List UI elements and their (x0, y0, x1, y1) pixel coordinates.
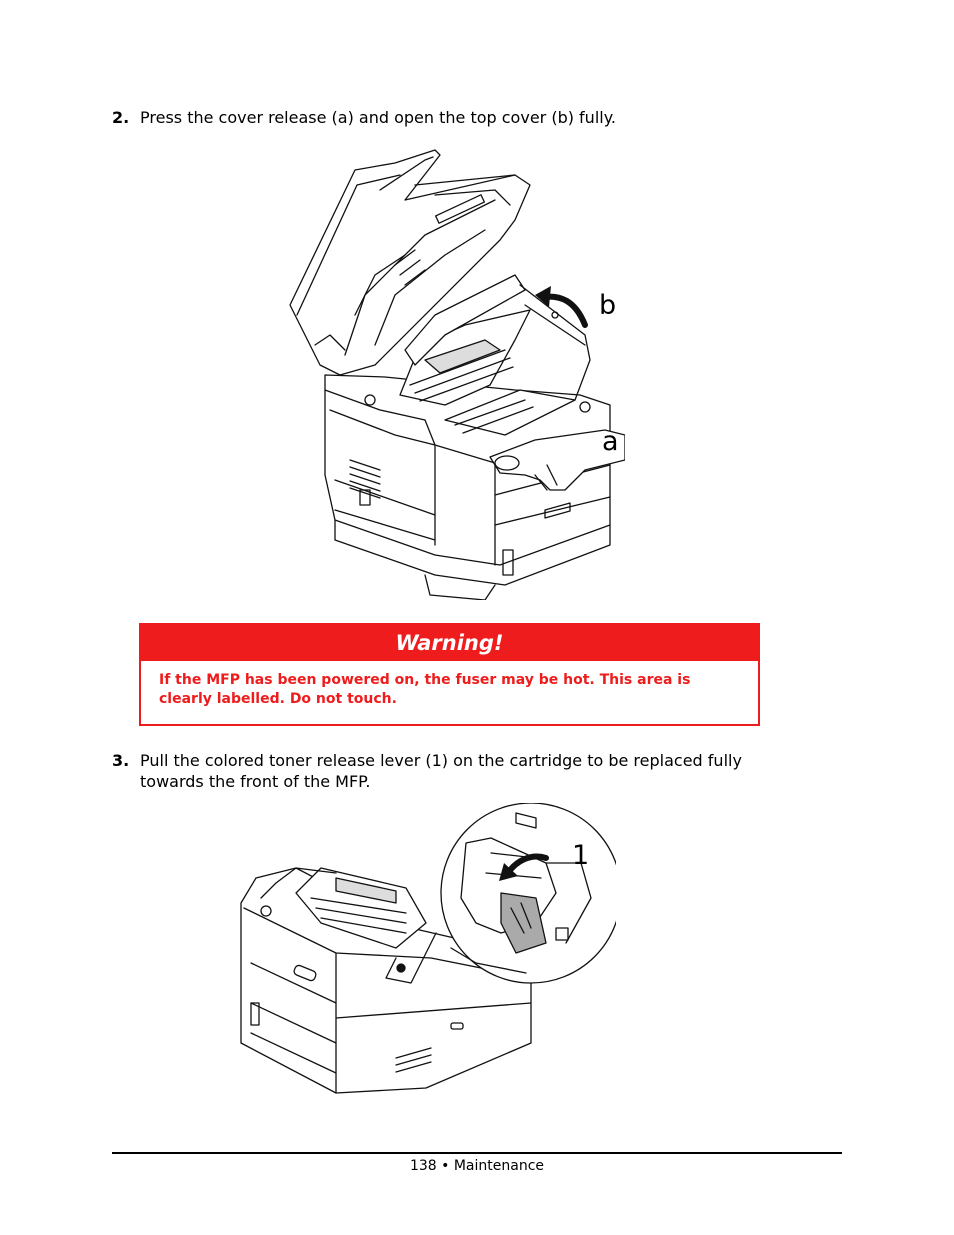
callout-b: b (599, 290, 617, 321)
step-text: Pull the colored toner release lever (1)… (140, 751, 742, 791)
warning-title: Warning! (141, 625, 758, 661)
callout-1: 1 (572, 840, 590, 871)
warning-box: Warning! If the MFP has been powered on,… (139, 623, 760, 726)
mfp-open-cover-illustration (289, 149, 625, 600)
page-footer: 138 • Maintenance (409, 1158, 545, 1174)
step-number: 2. (112, 108, 130, 127)
footer-rule (112, 1152, 842, 1154)
callout-a: a (602, 426, 619, 457)
step-number: 3. (112, 751, 130, 770)
toner-release-lever-illustration (240, 803, 616, 1094)
warning-body: If the MFP has been powered on, the fuse… (159, 672, 691, 707)
step-text: Press the cover release (a) and open the… (140, 108, 616, 127)
